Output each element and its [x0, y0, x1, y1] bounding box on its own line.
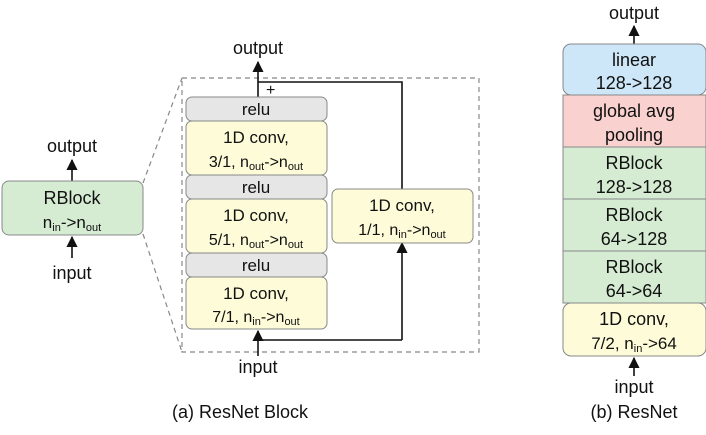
- zoom-line-top: [142, 77, 183, 184]
- rblock-3-dims: 64->64: [606, 281, 663, 301]
- pool-label: global avg: [593, 101, 675, 121]
- rblock-summary: output RBlock nin->nout input: [1, 136, 144, 283]
- shortcut-line-top: [258, 81, 403, 189]
- conv-params-1: 3/1, nout->nout: [209, 154, 303, 173]
- rblock-box-1: [562, 146, 706, 200]
- rblock-input-label: input: [52, 263, 91, 283]
- rblock-io: nin->nout: [43, 213, 101, 234]
- block-input-label: input: [238, 357, 277, 377]
- resnet-conv-box: [562, 302, 706, 357]
- resnet-output-label: output: [609, 3, 659, 23]
- rblock-1-title: RBlock: [605, 153, 663, 173]
- zoom-line-bottom: [142, 233, 183, 353]
- rblock-2-title: RBlock: [605, 205, 663, 225]
- conv-title-3: 1D conv,: [223, 284, 289, 303]
- rblock-output-label: output: [47, 136, 97, 156]
- block-output-label: output: [233, 38, 283, 58]
- pool-label-2: pooling: [605, 125, 663, 145]
- linear-dims: 128->128: [596, 73, 673, 93]
- shortcut-conv-title: 1D conv,: [369, 196, 435, 215]
- relu-label-2: relu: [242, 178, 270, 197]
- conv-params-2: 5/1, nout->nout: [209, 232, 303, 251]
- rblock-box-3: [562, 250, 706, 304]
- rblock-2-dims: 64->128: [601, 229, 668, 249]
- shortcut-conv-box: [331, 188, 474, 244]
- rblock-box: [1, 180, 144, 236]
- rblock-3-title: RBlock: [605, 257, 663, 277]
- shortcut-conv-params: 1/1, nin->nout: [358, 222, 445, 241]
- sum-plus: +: [266, 82, 275, 99]
- rblock-1-dims: 128->128: [596, 177, 673, 197]
- resnet-conv-params: 7/2, nin->64: [591, 334, 677, 355]
- conv-params-3: 7/1, nin->nout: [212, 309, 299, 328]
- conv-title-1: 1D conv,: [223, 128, 289, 147]
- resnet-block-detail: output + relu 1D conv, 3/1, nout->nout r…: [172, 38, 474, 422]
- conv-title-2: 1D conv,: [223, 206, 289, 225]
- resnet-conv-title: 1D conv,: [599, 309, 669, 329]
- rblock-box-2: [562, 198, 706, 252]
- linear-label: linear: [612, 50, 656, 70]
- caption-resnet: (b) ResNet: [590, 402, 677, 422]
- relu-label-1: relu: [242, 100, 270, 119]
- caption-resnet-block: (a) ResNet Block: [172, 402, 309, 422]
- resnet-input-label: input: [614, 377, 653, 397]
- conv-box-3: [185, 276, 328, 330]
- block-detail-frame: [181, 77, 480, 353]
- resnet-stack: output linear 128->128 global avg poolin…: [562, 3, 706, 422]
- relu-label-3: relu: [242, 256, 270, 275]
- rblock-title: RBlock: [43, 188, 101, 208]
